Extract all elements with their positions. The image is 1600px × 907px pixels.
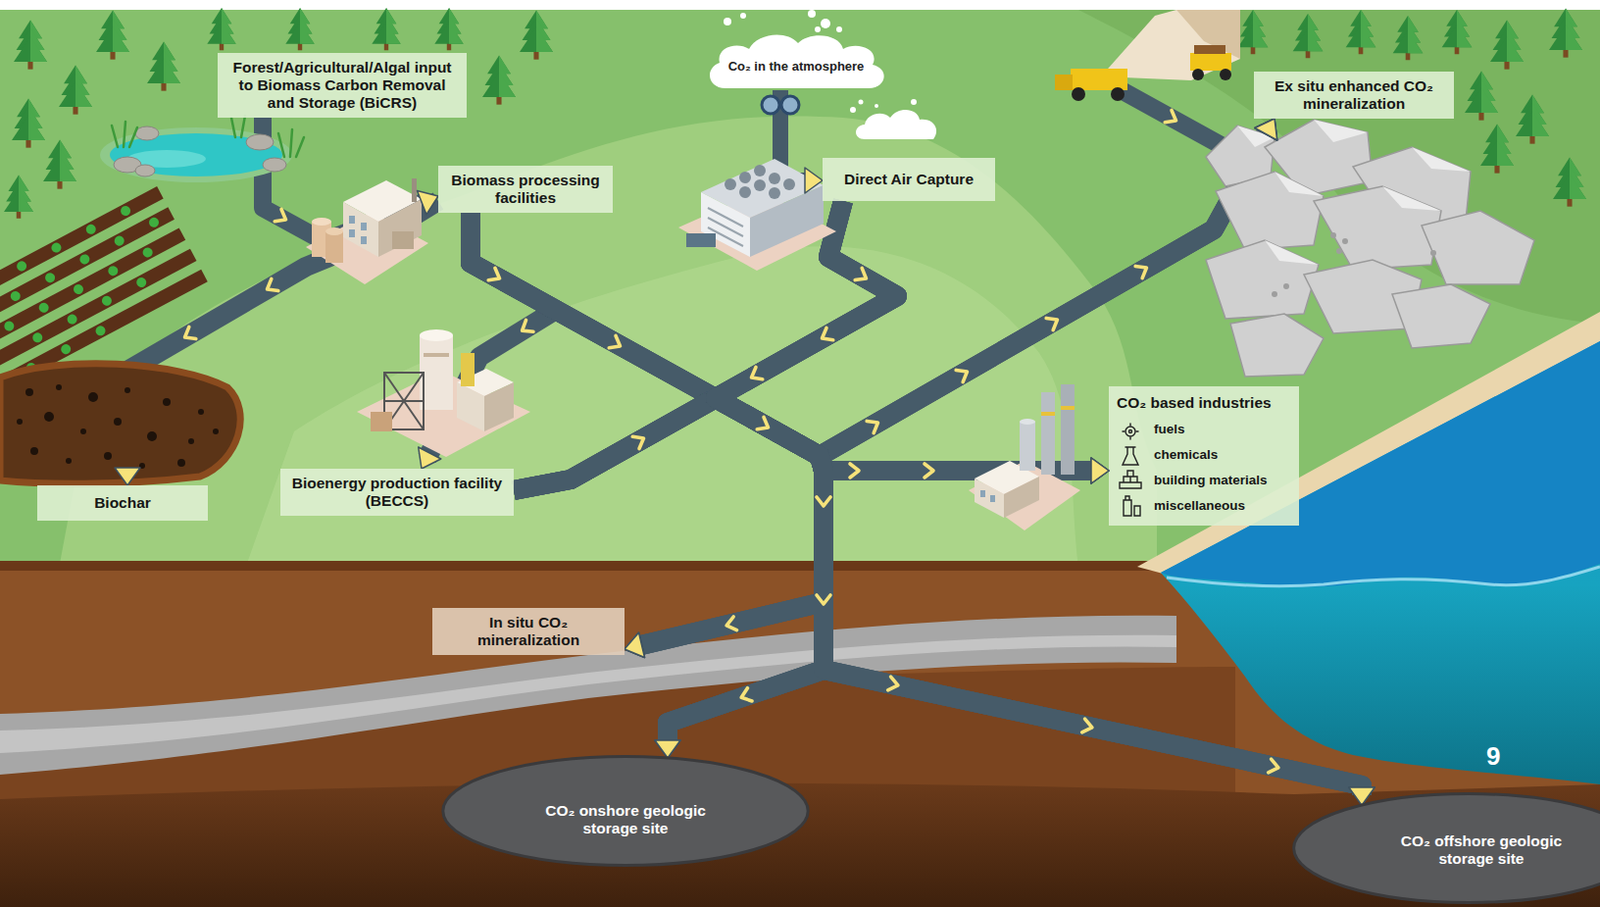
trees	[3, 7, 1587, 219]
mineralization-label: Ex situ enhanced CO₂ mineralization	[1253, 71, 1454, 119]
arrowhead	[1254, 118, 1278, 141]
arrowhead	[804, 167, 823, 194]
arrowhead	[624, 632, 646, 657]
decorative-pipe	[1117, 88, 1232, 151]
small-cloud	[850, 99, 937, 140]
node-text: Direct Air Capture	[830, 170, 988, 189]
industry-facility	[968, 384, 1081, 531]
node-text: Ex situ enhanced CO₂ mineralization	[1261, 77, 1447, 113]
arrowhead	[1254, 118, 1278, 141]
node-text: Bioenergy production facility (BECCS)	[288, 474, 506, 510]
arrowhead	[654, 740, 681, 758]
storage-ellipse: CO₂ onshore geologic storage site	[439, 752, 812, 869]
storage-ellipse: CO₂ offshore geologic storage site	[1290, 790, 1600, 906]
input-label: Forest/Agricultural/Algal input to Bioma…	[217, 52, 467, 118]
biochar-pile	[0, 363, 241, 485]
arrowhead	[1254, 118, 1278, 141]
arrowhead	[1091, 457, 1109, 484]
arrowhead	[1091, 457, 1109, 484]
arrowhead	[418, 447, 442, 469]
mineral-rocks	[1100, 9, 1535, 377]
arrowhead	[417, 191, 440, 215]
sea	[1137, 311, 1600, 785]
dac-facility	[678, 96, 837, 271]
arrowhead	[654, 740, 681, 758]
node-text: CO₂ based industries	[1116, 392, 1292, 414]
list-item: chemicals	[1116, 442, 1292, 468]
node-text: Biochar	[45, 494, 200, 512]
callout-number: 9	[1486, 741, 1500, 772]
node-text: Biomass processing facilities	[446, 171, 605, 207]
atmosphere-bubbles	[723, 9, 843, 33]
industry-box-ground	[1108, 386, 1300, 526]
list-item: fuels	[1116, 416, 1292, 443]
arrowhead	[114, 467, 141, 486]
node-text: CO₂ onshore geologic storage site	[527, 801, 724, 838]
facility-label: Biomass processing facilities	[438, 165, 613, 213]
biochar-label: Biochar	[37, 485, 208, 521]
industry-box: CO₂ based industriesfuelschemicalsbuildi…	[1108, 386, 1300, 525]
mining-trucks	[1054, 45, 1232, 101]
pond	[100, 115, 304, 183]
list-item: miscellaneous	[1116, 493, 1292, 519]
atmosphere-cloud: Co₂ in the atmosphere	[703, 29, 889, 91]
pipe-connector	[470, 212, 1362, 796]
facility-label: Direct Air Capture	[822, 157, 996, 201]
pipe-connector	[715, 200, 1362, 796]
node-text: Co₂ in the atmosphere	[728, 58, 865, 74]
arrowhead	[624, 632, 646, 657]
arrowhead	[654, 740, 681, 758]
node-text: In situ CO₂ mineralization	[440, 613, 617, 650]
processing-facility	[305, 178, 429, 285]
facility-label: Bioenergy production facility (BECCS)	[280, 468, 514, 516]
arrowhead	[1091, 457, 1109, 484]
node-text: Forest/Agricultural/Algal input to Bioma…	[225, 58, 459, 112]
node-text: CO₂ offshore geologic storage site	[1383, 832, 1580, 868]
arrowhead	[624, 632, 646, 657]
list-item: building materials	[1116, 467, 1292, 494]
mineralization-label: In situ CO₂ mineralization	[432, 607, 625, 655]
beccs-facility	[356, 329, 531, 457]
